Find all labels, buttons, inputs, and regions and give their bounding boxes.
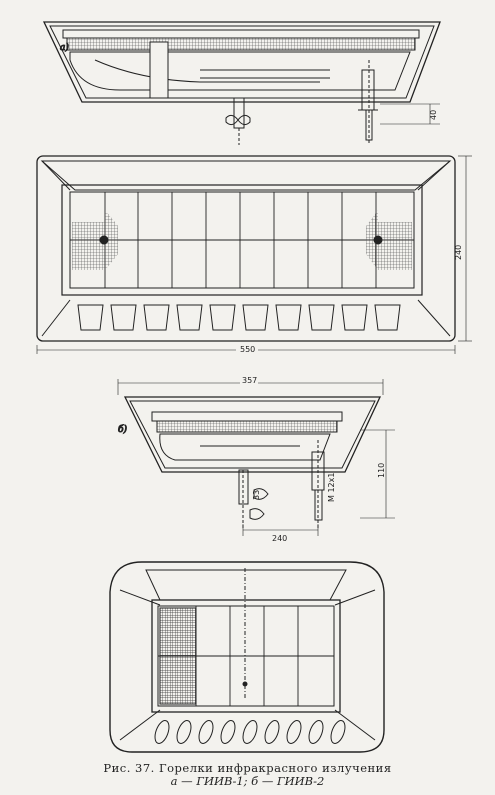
- view-b-top-view: [109, 561, 385, 753]
- air-slots-row-b: [154, 720, 346, 744]
- dim-550: 550: [240, 345, 255, 354]
- dim-33: 33: [252, 490, 261, 500]
- air-slots-row-a: [77, 304, 401, 331]
- dim-357: 357: [242, 376, 257, 385]
- figure-caption: Рис. 37. Горелки инфракрасного излучения…: [0, 762, 495, 788]
- dim-40: 40: [429, 110, 438, 120]
- view-a-side-section: а): [42, 21, 441, 145]
- dim-240-b: 240: [272, 534, 287, 543]
- view-a-label: а): [60, 42, 69, 53]
- dim-240-a: 240: [454, 245, 463, 260]
- dim-110: 110: [377, 463, 386, 478]
- view-a-top-view: [36, 155, 472, 354]
- caption-line-2: а — ГИИВ-1; б — ГИИВ-2: [170, 774, 325, 788]
- dim-thread: М 12х1: [327, 473, 336, 502]
- view-b-label: б): [118, 424, 127, 435]
- view-b-side-section: б): [118, 379, 395, 536]
- caption-line-1: Рис. 37. Горелки инфракрасного излучения: [103, 761, 392, 775]
